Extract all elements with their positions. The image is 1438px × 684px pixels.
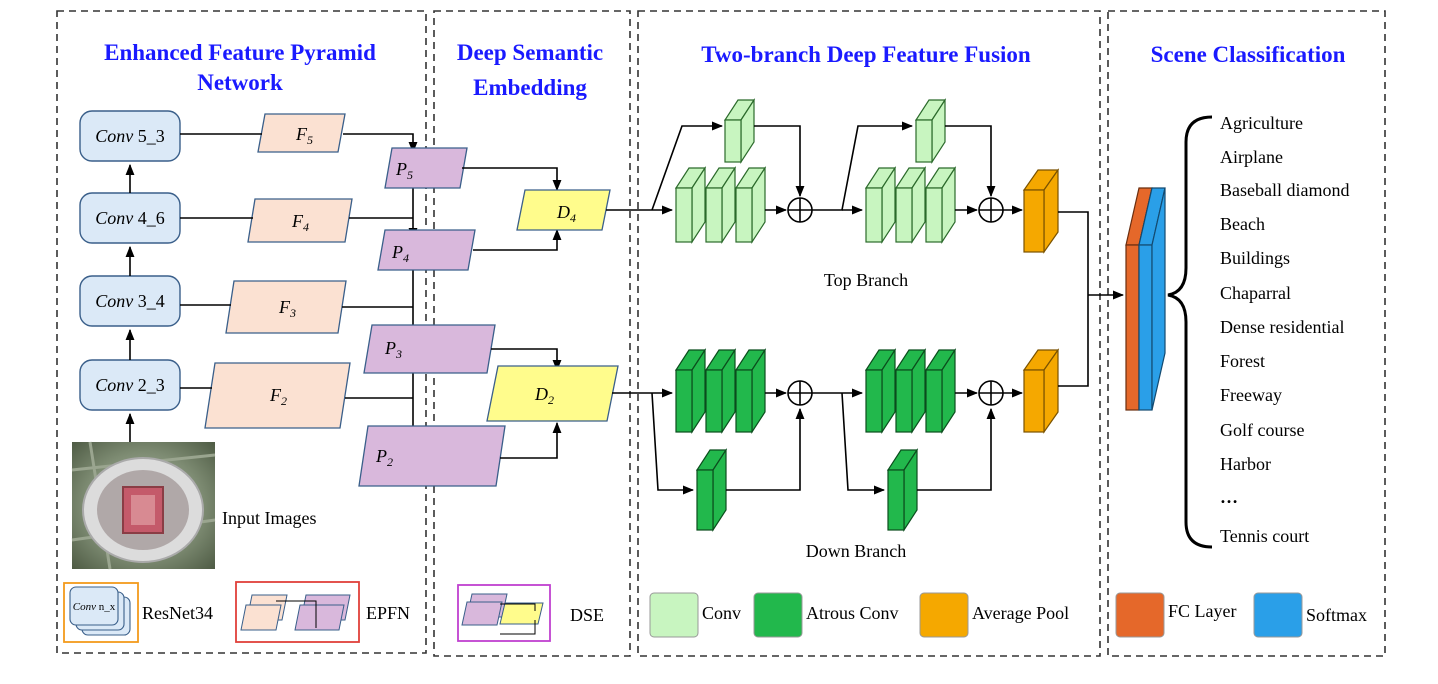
class-item-ellipsis: …: [1220, 487, 1238, 507]
conv3-block: Conv 3_4: [79, 275, 181, 327]
f4-feature: F4: [247, 198, 353, 243]
legend-softmax-swatch: [1253, 592, 1303, 638]
p4-feature: P4: [377, 229, 476, 271]
legend-avgpool-swatch: [919, 592, 969, 638]
legend-atrous-swatch: [753, 592, 803, 638]
svg-text:Conv 2_3: Conv 2_3: [95, 375, 165, 395]
dse-title-line1: Deep Semantic: [457, 40, 603, 65]
class-list: Agriculture Airplane Baseball diamond Be…: [1220, 113, 1349, 546]
legend-resnet: Conv n_x: [63, 582, 139, 643]
svg-text:F2: F2: [269, 385, 287, 408]
p2-feature: P2: [358, 425, 506, 487]
conv4-block: Conv 4_6: [79, 192, 181, 244]
svg-text:F5: F5: [295, 124, 313, 147]
input-image: [71, 441, 216, 570]
class-item: Baseball diamond: [1220, 180, 1349, 200]
classification-title: Scene Classification: [1151, 42, 1346, 67]
class-item: Dense residential: [1220, 317, 1344, 337]
legend-fc-label: FC Layer: [1168, 601, 1236, 621]
fusion-panel-frame: [637, 10, 1101, 657]
svg-text:P2: P2: [375, 446, 393, 469]
top-branch: [651, 97, 1060, 254]
conv5-block: Conv 5_3: [79, 110, 181, 162]
down-branch-label: Down Branch: [806, 541, 906, 561]
svg-text:Conv 3_4: Conv 3_4: [95, 291, 165, 311]
legend-conv-swatch: [649, 592, 699, 638]
class-item: Chaparral: [1220, 283, 1291, 303]
p3-feature: P3: [363, 324, 496, 374]
svg-text:F3: F3: [278, 297, 296, 320]
class-item: Forest: [1220, 351, 1265, 371]
fc-softmax-block: [1125, 187, 1166, 411]
classification-panel-frame: [1107, 10, 1386, 657]
dse-title-line2: Embedding: [473, 75, 587, 100]
svg-text:D4: D4: [556, 202, 576, 225]
class-brace: [1167, 115, 1213, 549]
legend-atrous-label: Atrous Conv: [806, 603, 899, 623]
conv2-block: Conv 2_3: [79, 359, 181, 411]
class-item: Airplane: [1220, 147, 1283, 167]
legend-epfn: [235, 581, 360, 643]
legend-dse-label: DSE: [570, 605, 604, 625]
f3-feature: F3: [225, 280, 347, 334]
class-item: Buildings: [1220, 248, 1290, 268]
svg-text:Conv n_x: Conv n_x: [73, 601, 116, 613]
svg-text:P4: P4: [391, 242, 409, 265]
d4-feature: D4: [516, 189, 611, 231]
fusion-title: Two-branch Deep Feature Fusion: [701, 42, 1031, 67]
class-item: Harbor: [1220, 454, 1271, 474]
svg-text:F4: F4: [291, 211, 309, 234]
class-item: Golf course: [1220, 420, 1304, 440]
legend-conv-label: Conv: [702, 603, 741, 623]
svg-text:Conv 4_6: Conv 4_6: [95, 208, 165, 228]
epfn-title-line1: Enhanced Feature Pyramid: [104, 40, 376, 65]
legend-avgpool-label: Average Pool: [972, 603, 1069, 623]
legend-fc-swatch: [1115, 592, 1165, 638]
svg-text:D2: D2: [534, 384, 554, 407]
input-images-label: Input Images: [222, 508, 316, 528]
class-item: Freeway: [1220, 385, 1282, 405]
p5-feature: P5: [384, 147, 468, 189]
svg-text:P3: P3: [384, 338, 402, 361]
f2-feature: F2: [204, 362, 351, 429]
down-branch: [651, 347, 1060, 533]
legend-resnet-label: ResNet34: [142, 603, 213, 623]
svg-text:Conv 5_3: Conv 5_3: [95, 126, 165, 146]
epfn-title-line2: Network: [197, 70, 283, 95]
top-branch-label: Top Branch: [824, 270, 908, 290]
legend-softmax-label: Softmax: [1306, 605, 1367, 625]
legend-epfn-label: EPFN: [366, 603, 410, 623]
legend-dse: [457, 584, 551, 642]
f5-feature: F5: [257, 113, 346, 153]
class-item: Agriculture: [1220, 113, 1303, 133]
svg-text:P5: P5: [395, 159, 413, 182]
class-item: Tennis court: [1220, 526, 1309, 546]
class-item: Beach: [1220, 214, 1265, 234]
d2-feature: D2: [486, 365, 619, 422]
